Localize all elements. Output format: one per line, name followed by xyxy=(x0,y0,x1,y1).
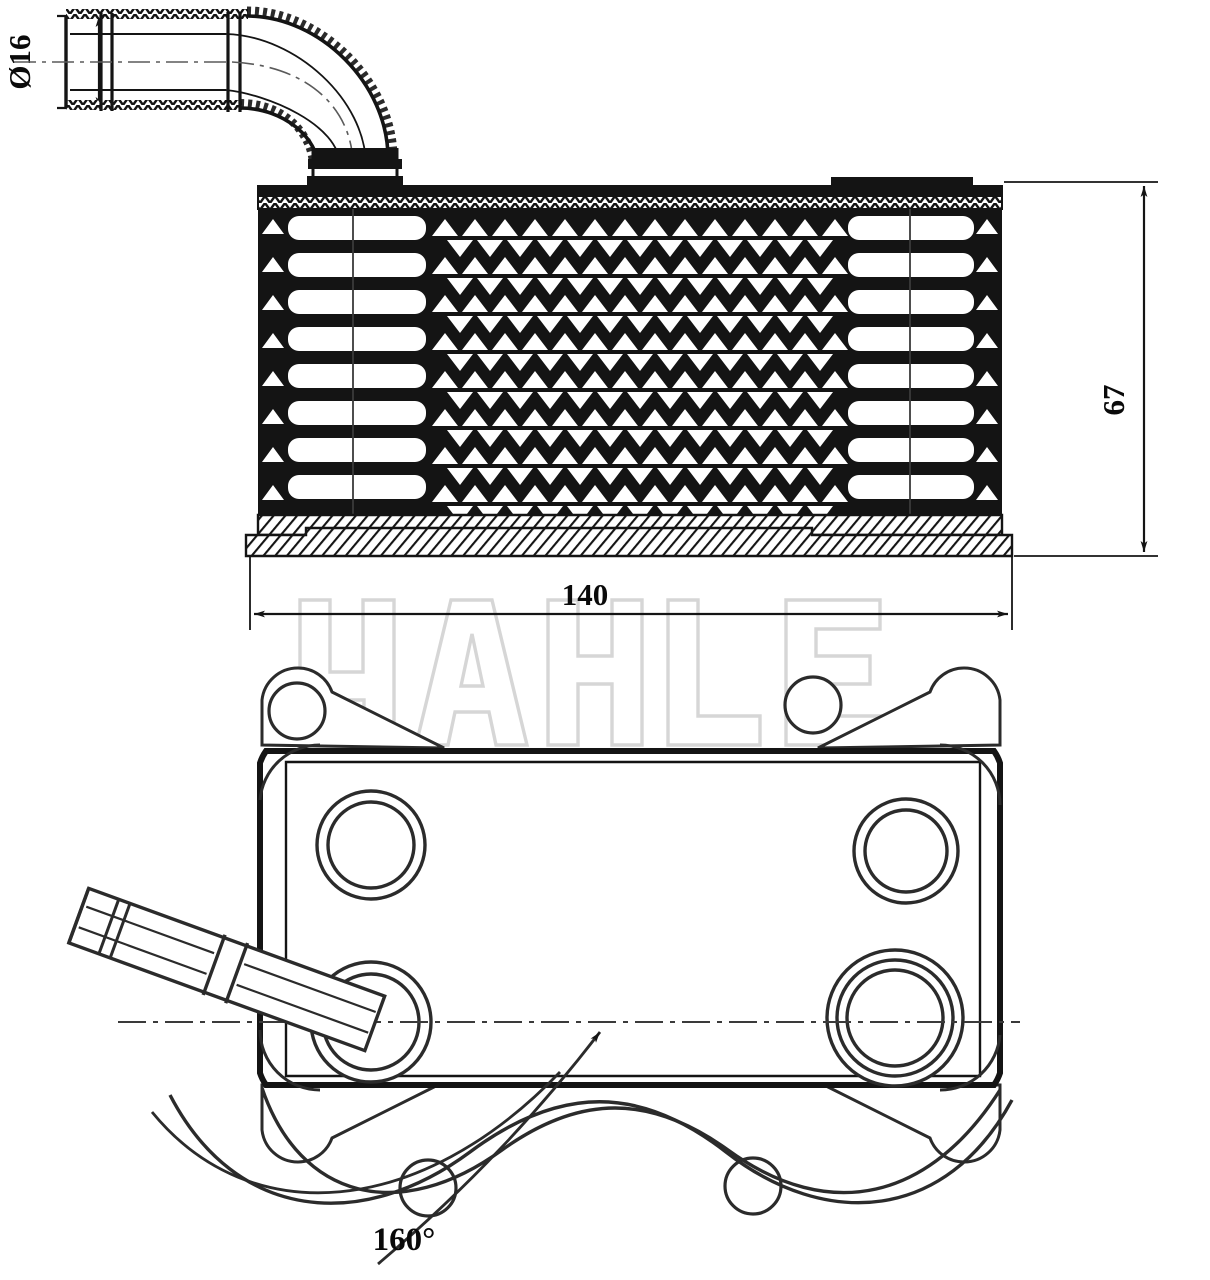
tab-hole-top-right xyxy=(783,675,843,735)
angle-leader xyxy=(377,1031,602,1266)
bore-upper-left xyxy=(315,789,427,901)
core-base-plate xyxy=(244,513,1014,558)
dim-height-67: 67 xyxy=(1004,181,1158,557)
dim-width-140: 140 xyxy=(249,556,1013,630)
right-plate-chambers xyxy=(848,216,974,499)
inlet-elbow-pipe xyxy=(14,6,402,186)
housing-skirt xyxy=(168,1087,1014,1205)
tab-hole-top-left xyxy=(267,681,327,741)
plan-view-housing: 160° xyxy=(66,666,1020,1266)
dim-angle-160 xyxy=(150,1031,602,1266)
outlet-spigot-pipe xyxy=(66,886,387,1053)
bore-upper-right xyxy=(852,797,960,905)
dim-width-140-label: 140 xyxy=(562,577,609,612)
bore-lower-right xyxy=(825,948,965,1088)
dim-height-67-label: 67 xyxy=(1096,385,1131,416)
core-stack xyxy=(258,209,1002,523)
tab-holes xyxy=(267,675,843,1218)
mounting-tab-bottom-left xyxy=(260,1080,445,1164)
mounting-tab-top-right xyxy=(817,666,1002,750)
core-top-cover xyxy=(257,176,1003,210)
dim-angle-160-label: 160° xyxy=(373,1222,436,1258)
left-plate-chambers xyxy=(288,216,426,499)
angle-arc xyxy=(150,1071,562,1195)
